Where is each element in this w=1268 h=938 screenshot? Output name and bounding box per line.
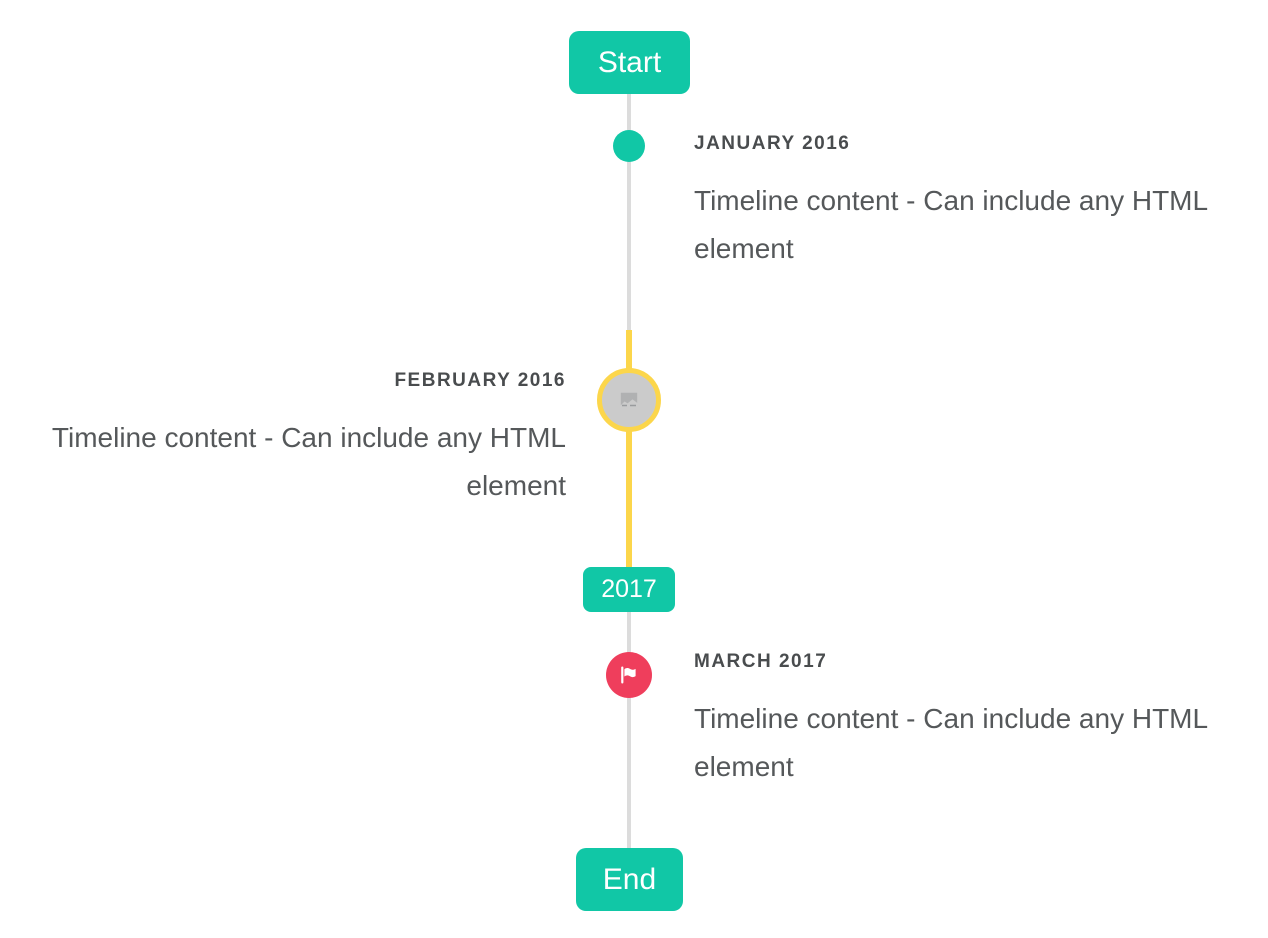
entry-content: Timeline content - Can include any HTML … <box>694 185 1208 264</box>
march-flag-marker <box>606 652 652 698</box>
start-badge[interactable]: Start <box>569 31 690 94</box>
entry-date: JANUARY 2016 <box>694 133 851 154</box>
february-image-marker <box>597 368 661 432</box>
entry-content: Timeline content - Can include any HTML … <box>694 703 1208 782</box>
flag-icon <box>617 663 641 687</box>
year-badge[interactable]: 2017 <box>583 567 675 612</box>
timeline-line-active <box>626 330 632 568</box>
timeline-entry-march: MARCH 2017 Timeline content - Can includ… <box>694 651 1234 791</box>
timeline-entry-january: JANUARY 2016 Timeline content - Can incl… <box>694 133 1234 273</box>
entry-date: FEBRUARY 2016 <box>394 370 566 391</box>
january-dot-marker <box>613 130 645 162</box>
timeline-entry-february: FEBRUARY 2016 Timeline content - Can inc… <box>26 370 566 510</box>
entry-content: Timeline content - Can include any HTML … <box>51 422 566 501</box>
timeline-line-lower <box>627 612 631 848</box>
timeline-line-upper <box>627 94 631 330</box>
end-badge[interactable]: End <box>576 848 683 911</box>
entry-date: MARCH 2017 <box>694 651 828 672</box>
broken-image-icon <box>620 392 638 408</box>
